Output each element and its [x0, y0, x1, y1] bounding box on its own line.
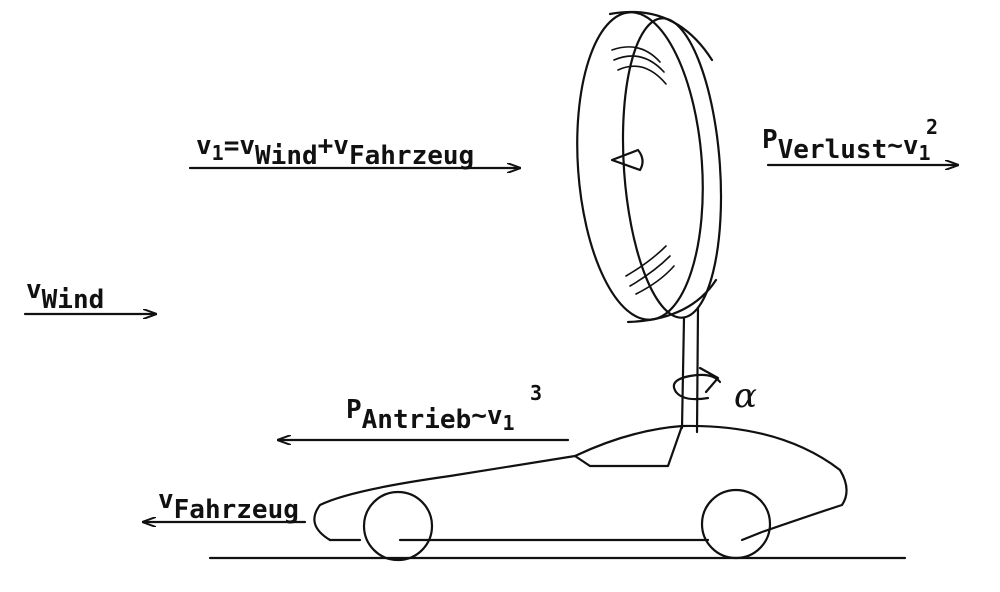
v-wind-subscript: Wind [42, 285, 105, 315]
v1-v: v [196, 131, 212, 161]
v-wind-v: v [26, 275, 42, 305]
v1-equals-v: =v [224, 131, 255, 161]
alpha-label: α [734, 376, 757, 416]
label-p-verlust: PVerlust~v1 [762, 125, 931, 165]
rotation-arrow [672, 366, 722, 401]
rear-wheel [700, 488, 772, 560]
label-v-wind: vWind [26, 275, 104, 315]
front-wheel [362, 490, 434, 562]
p-verlust-exponent: 2 [926, 115, 938, 139]
p-verlust-subscript: Verlust [778, 135, 888, 165]
v1-fahrzeug-subscript: Fahrzeug [349, 141, 474, 171]
label-v1-equation: v1=vWind+vFahrzeug [196, 131, 474, 171]
v-fahrzeug-subscript: Fahrzeug [174, 495, 299, 525]
p-antrieb-p: P [346, 395, 362, 425]
mast [680, 306, 700, 434]
p-antrieb-v-subscript: 1 [503, 411, 515, 435]
v1-wind-subscript: Wind [255, 141, 318, 171]
p-antrieb-exponent: 3 [530, 381, 542, 405]
rotor-disc [576, 10, 723, 324]
p-verlust-v-subscript: 1 [919, 141, 931, 165]
p-antrieb-tilde-v: ~v [471, 401, 502, 431]
label-p-antrieb: PAntrieb~v1 [346, 395, 515, 435]
label-v-fahrzeug: vFahrzeug [158, 485, 299, 525]
v-fahrzeug-v: v [158, 485, 174, 515]
v1-plus-v: +v [318, 131, 349, 161]
p-verlust-p: P [762, 125, 778, 155]
v1-subscript: 1 [212, 141, 224, 165]
p-antrieb-subscript: Antrieb [362, 405, 472, 435]
rotor-hub [610, 148, 644, 172]
vehicle-body [313, 424, 848, 542]
p-verlust-tilde-v: ~v [887, 131, 918, 161]
